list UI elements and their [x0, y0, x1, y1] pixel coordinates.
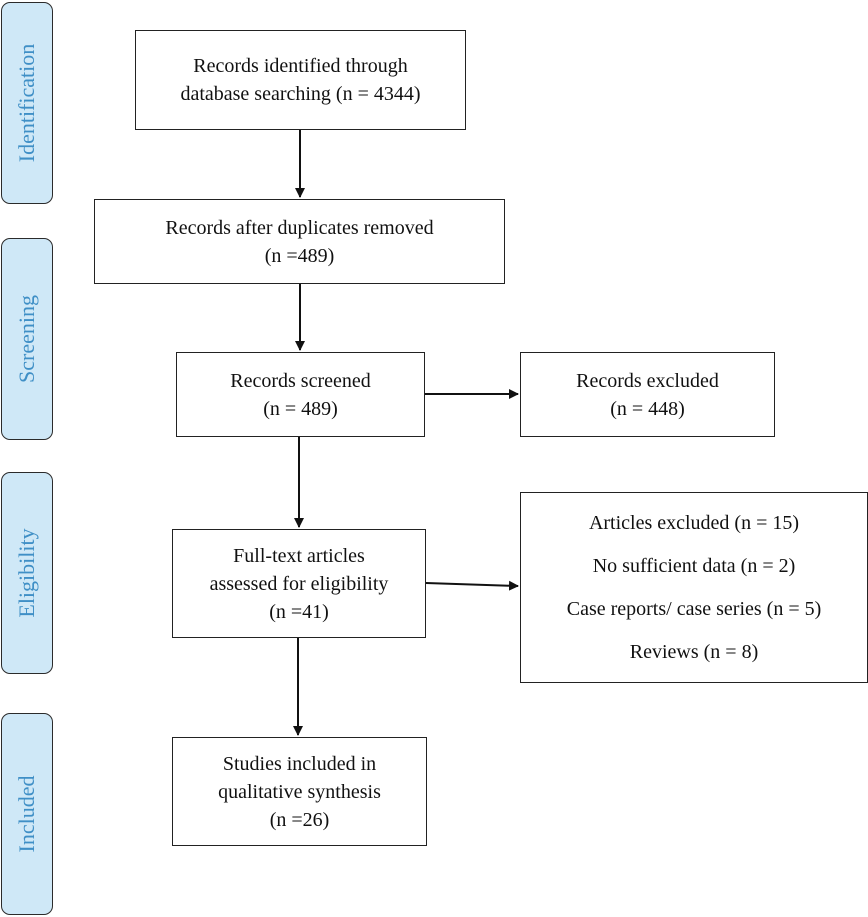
phase-screening: Screening [1, 238, 53, 440]
records-identified-box: Records identified through database sear… [135, 30, 466, 130]
articles-excluded-line-1: Articles excluded (n = 15) [588, 511, 800, 534]
records-excluded-box: Records excluded (n = 448) [520, 352, 775, 437]
phase-identification: Identification [1, 2, 53, 204]
records-identified-line-1: Records identified through [193, 55, 408, 77]
arrow-fulltext-to-articles-excluded [425, 580, 519, 591]
records-excluded-line-2: (n = 448) [610, 397, 685, 420]
duplicates-removed-box: Records after duplicates removed (n =489… [94, 199, 505, 284]
fulltext-line-1: Full-text articles [233, 544, 365, 567]
duplicates-removed-line-1: Records after duplicates removed [165, 216, 434, 239]
articles-excluded-box: Articles excluded (n = 15) No sufficient… [520, 492, 868, 683]
studies-included-line-2: qualitative synthesis [218, 780, 381, 803]
fulltext-line-3: (n =41) [269, 600, 329, 623]
records-excluded-line-1: Records excluded [576, 369, 719, 392]
articles-excluded-line-2: No sufficient data (n = 2) [592, 554, 796, 577]
records-screened-box: Records screened (n = 489) [176, 352, 425, 437]
duplicates-removed-line-2: (n =489) [264, 244, 335, 267]
phase-eligibility: Eligibility [1, 472, 53, 674]
records-screened-line-2: (n = 489) [263, 397, 338, 420]
records-identified-line-2: database searching (n = 4344) [180, 83, 421, 105]
studies-included-box: Studies included in qualitative synthesi… [172, 737, 427, 846]
records-screened-line-1: Records screened [230, 369, 371, 392]
phase-included: Included [1, 713, 53, 915]
articles-excluded-line-3: Case reports/ case series (n = 5) [566, 597, 822, 620]
studies-included-line-3: (n =26) [269, 808, 330, 831]
fulltext-line-2: assessed for eligibility [209, 572, 389, 595]
fulltext-assessed-box: Full-text articles assessed for eligibil… [172, 529, 426, 638]
articles-excluded-line-4: Reviews (n = 8) [629, 640, 759, 663]
studies-included-line-1: Studies included in [222, 752, 377, 775]
